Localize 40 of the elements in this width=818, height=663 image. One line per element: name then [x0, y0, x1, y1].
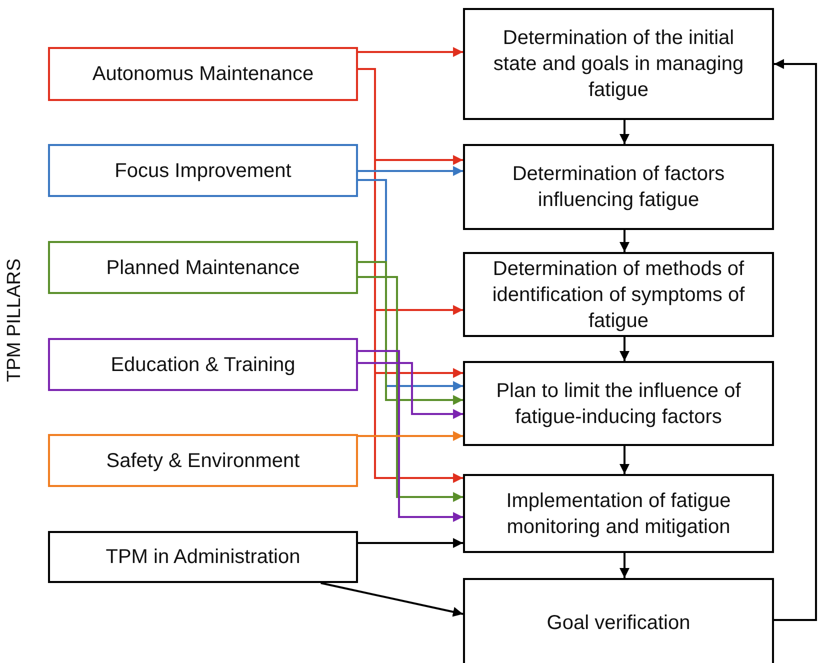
arrow — [620, 230, 630, 252]
arrow — [358, 166, 463, 176]
process-box — [48, 144, 358, 197]
process-box — [463, 361, 774, 446]
box-text: TPM in Administration — [106, 545, 300, 570]
axis-label: TPM PILLARS — [4, 257, 26, 382]
process-box — [48, 531, 358, 583]
arrow — [358, 350, 463, 522]
box-text: Education & Training — [110, 352, 296, 378]
process-box — [48, 47, 358, 101]
box-text: Implementation of fatigue monitoring and mitigation — [505, 488, 732, 540]
arrow — [358, 261, 463, 405]
process-box — [463, 474, 774, 553]
arrow — [358, 276, 463, 502]
arrow — [358, 362, 463, 419]
box-text: Plan to limit the influence of fatigue-inducing factors — [495, 378, 742, 430]
arrow — [620, 553, 630, 578]
arrow — [358, 431, 463, 441]
box-text: Planned Maintenance — [106, 256, 300, 280]
process-box — [463, 8, 774, 120]
box-text: Focus Improvement — [114, 158, 292, 184]
process-box — [463, 578, 774, 663]
box-text: Goal verification — [546, 611, 690, 636]
arrow — [620, 446, 630, 474]
process-box — [463, 144, 774, 230]
box-text: Safety & Environment — [106, 448, 300, 474]
box-text: Autonomus Maintenance — [92, 62, 314, 87]
arrow — [620, 337, 630, 361]
box-text: Determination of methods of identification of symptoms of fatigue — [491, 256, 746, 334]
process-box — [48, 338, 358, 391]
arrow — [358, 538, 463, 548]
arrow — [358, 47, 463, 57]
arrow — [774, 59, 817, 621]
process-box — [48, 241, 358, 294]
arrow — [320, 582, 464, 617]
box-text: Determination of factors influencing fatigue — [511, 162, 726, 213]
process-box — [48, 434, 358, 487]
box-text: Determination of the initial state and goals in managing fatigue — [492, 26, 745, 103]
process-box — [463, 252, 774, 337]
arrow — [620, 120, 630, 144]
